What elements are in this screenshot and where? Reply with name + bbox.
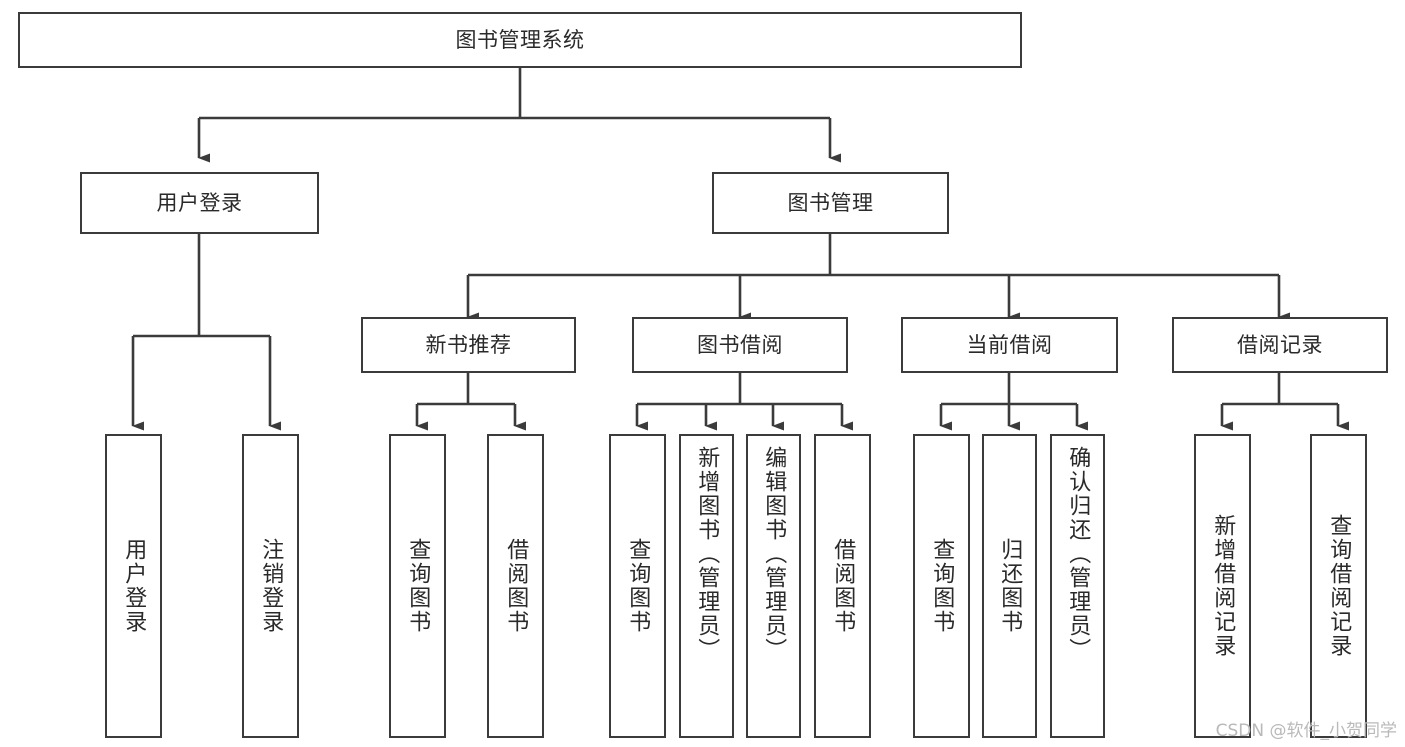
leaf-query-book-1[interactable]: 查询图书: [389, 434, 446, 738]
leaf-confirm-return[interactable]: 确认归还（管理员）: [1050, 434, 1105, 738]
leaf-add-book-label: 新增图书（管理员）: [694, 446, 720, 662]
leaf-borrow-book-2[interactable]: 借阅图书: [814, 434, 871, 738]
node-borrow-record-label: 借阅记录: [1237, 332, 1323, 357]
node-new-book-recommend-label: 新书推荐: [425, 332, 512, 357]
leaf-query-record[interactable]: 查询借阅记录: [1310, 434, 1367, 738]
leaf-add-record-label: 新增借阅记录: [1210, 514, 1236, 658]
leaf-query-book-2-label: 查询图书: [625, 538, 651, 634]
leaf-add-record[interactable]: 新增借阅记录: [1194, 434, 1251, 738]
leaf-query-record-label: 查询借阅记录: [1326, 514, 1352, 658]
leaf-return-book-label: 归还图书: [997, 538, 1023, 634]
leaf-query-book-1-label: 查询图书: [405, 538, 431, 634]
node-current-borrow-label: 当前借阅: [966, 332, 1053, 357]
node-user-login[interactable]: 用户登录: [80, 172, 319, 234]
node-book-manage[interactable]: 图书管理: [712, 172, 949, 234]
leaf-confirm-return-label: 确认归还（管理员）: [1065, 446, 1091, 662]
leaf-edit-book[interactable]: 编辑图书（管理员）: [746, 434, 801, 738]
node-borrow-record[interactable]: 借阅记录: [1172, 317, 1388, 373]
leaf-borrow-book-1-label: 借阅图书: [503, 538, 529, 634]
leaf-query-book-2[interactable]: 查询图书: [609, 434, 666, 738]
leaf-borrow-book-1[interactable]: 借阅图书: [487, 434, 544, 738]
leaf-borrow-book-2-label: 借阅图书: [830, 538, 856, 634]
leaf-user-login-label: 用户登录: [121, 538, 147, 634]
leaf-return-book[interactable]: 归还图书: [982, 434, 1037, 738]
node-root-label: 图书管理系统: [455, 27, 585, 52]
leaf-edit-book-label: 编辑图书（管理员）: [761, 446, 787, 662]
leaf-add-book[interactable]: 新增图书（管理员）: [679, 434, 734, 738]
node-book-manage-label: 图书管理: [787, 190, 874, 215]
leaf-user-logout[interactable]: 注销登录: [242, 434, 299, 738]
node-root[interactable]: 图书管理系统: [18, 12, 1022, 68]
node-book-borrow[interactable]: 图书借阅: [632, 317, 848, 373]
leaf-query-book-3[interactable]: 查询图书: [913, 434, 970, 738]
node-user-login-label: 用户登录: [156, 190, 243, 215]
node-book-borrow-label: 图书借阅: [697, 332, 783, 357]
node-current-borrow[interactable]: 当前借阅: [901, 317, 1118, 373]
watermark-text: CSDN @软件_小贺同学: [1215, 721, 1397, 741]
node-new-book-recommend[interactable]: 新书推荐: [361, 317, 576, 373]
leaf-user-login[interactable]: 用户登录: [105, 434, 162, 738]
leaf-user-logout-label: 注销登录: [258, 538, 284, 634]
leaf-query-book-3-label: 查询图书: [929, 538, 955, 634]
